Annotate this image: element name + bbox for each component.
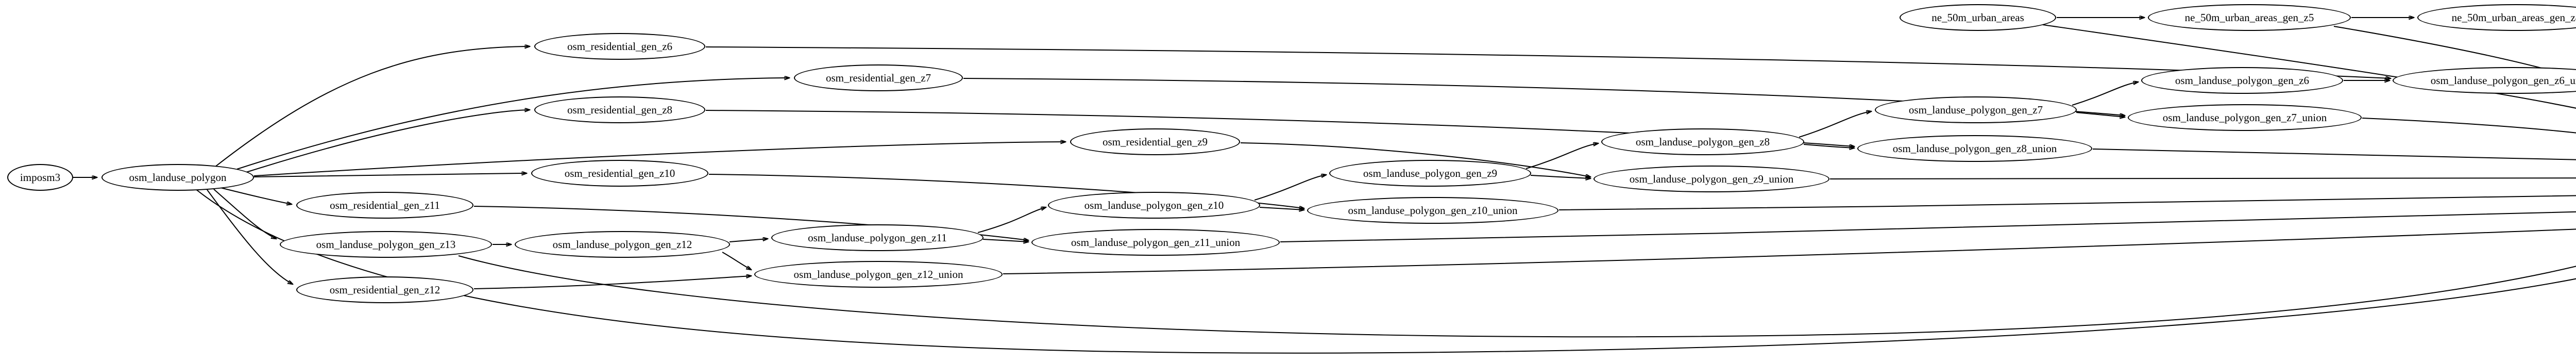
- edge-res-z12-to-z12-union: [473, 276, 751, 289]
- edge-gen-z8-to-z8-union: [1803, 144, 1854, 148]
- edge-osm-landuse-polygon-to-res-z7: [236, 78, 789, 170]
- node-osm-landuse-polygon-gen-z10-union: osm_landuse_polygon_gen_z10_union: [1307, 197, 1558, 224]
- edge-osm-landuse-polygon-to-res-z9: [253, 142, 1065, 176]
- edge-gen-z7-to-z7-union: [2076, 112, 2125, 117]
- node-osm-landuse-polygon-gen-z8-union: osm_landuse_polygon_gen_z8_union: [1857, 135, 2092, 162]
- node-osm-residential-gen-z11: osm_residential_gen_z11: [296, 192, 473, 219]
- edge-z9-union-to-layer-z9: [1829, 177, 2576, 179]
- node-osm-landuse-polygon-gen-z9-union: osm_landuse_polygon_gen_z9_union: [1594, 166, 1829, 192]
- node-osm-landuse-polygon-gen-z9: osm_landuse_polygon_gen_z9: [1329, 160, 1531, 187]
- node-osm-landuse-polygon-gen-z13: osm_landuse_polygon_gen_z13: [280, 231, 492, 258]
- node-osm-landuse-polygon-gen-z11: osm_landuse_polygon_gen_z11: [771, 224, 984, 251]
- node-osm-residential-gen-z10: osm_residential_gen_z10: [531, 160, 708, 187]
- node-osm-landuse-polygon: osm_landuse_polygon: [101, 164, 254, 191]
- node-osm-landuse-polygon-gen-z7: osm_landuse_polygon_gen_z7: [1875, 96, 2077, 123]
- edge-gen-z11-to-gen-z10: [977, 207, 1046, 233]
- node-osm-landuse-polygon-gen-z12: osm_landuse_polygon_gen_z12: [515, 231, 730, 258]
- node-osm-residential-gen-z9: osm_residential_gen_z9: [1070, 128, 1240, 155]
- node-osm-landuse-polygon-gen-z11-union: osm_landuse_polygon_gen_z11_union: [1031, 229, 1280, 256]
- edge-osm-landuse-polygon-to-res-z10: [253, 173, 527, 177]
- edge-gen-z13-to-layer-z13: [458, 255, 2576, 338]
- edge-gen-z12-to-z12-union: [722, 252, 751, 270]
- edge-gen-z7-to-gen-z6: [2072, 82, 2138, 106]
- edge-z8-union-to-layer-z8: [2092, 149, 2576, 160]
- edge-osm-landuse-polygon-to-res-z11: [220, 187, 292, 204]
- edge-gen-z12-to-gen-z11: [729, 239, 768, 242]
- edge-gen-z8-to-gen-z7: [1799, 111, 1871, 138]
- edge-gen-z9-to-z9-union: [1530, 175, 1590, 178]
- edge-osm-landuse-polygon-to-gen-z13: [213, 189, 276, 239]
- node-ne-50m-urban-areas: ne_50m_urban_areas: [1900, 4, 2056, 31]
- node-osm-residential-gen-z12: osm_residential_gen_z12: [296, 276, 473, 303]
- edge-osm-landuse-polygon-to-res-z6: [215, 46, 530, 167]
- node-ne-50m-urban-areas-gen-z5: ne_50m_urban_areas_gen_z5: [2148, 4, 2351, 31]
- node-osm-landuse-polygon-gen-z7-union: osm_landuse_polygon_gen_z7_union: [2128, 104, 2362, 131]
- edge-z12-union-to-layer-z12: [1003, 228, 2576, 274]
- edge-z10-union-to-layer-z10: [1558, 195, 2576, 210]
- node-osm-landuse-polygon-gen-z6: osm_landuse_polygon_gen_z6: [2141, 67, 2343, 94]
- node-osm-landuse-polygon-gen-z12-union: osm_landuse_polygon_gen_z12_union: [754, 261, 1003, 288]
- edge-osm-landuse-polygon-to-res-z12: [207, 189, 293, 284]
- node-osm-residential-gen-z6: osm_residential_gen_z6: [534, 33, 705, 60]
- edge-gen-z9-to-gen-z8: [1526, 143, 1598, 169]
- edge-gen-z10-to-gen-z9: [1254, 175, 1326, 201]
- node-osm-landuse-polygon-gen-z6-union: osm_landuse_polygon_gen_z6_union: [2393, 67, 2576, 94]
- edge-z7-union-to-layer-z7: [2362, 118, 2576, 134]
- node-osm-residential-gen-z7: osm_residential_gen_z7: [794, 64, 963, 91]
- node-ne-50m-urban-areas-gen-z4: ne_50m_urban_areas_gen_z4: [2417, 4, 2576, 31]
- node-osm-residential-gen-z8: osm_residential_gen_z8: [534, 96, 705, 123]
- node-osm-landuse-polygon-gen-z8: osm_landuse_polygon_gen_z8: [1601, 128, 1804, 155]
- node-imposm3: imposm3: [7, 164, 73, 191]
- node-osm-landuse-polygon-gen-z10: osm_landuse_polygon_gen_z10: [1048, 192, 1260, 219]
- edge-osm-landuse-polygon-to-res-z8: [246, 110, 530, 173]
- edge-res-z9-to-z9-union: [1240, 142, 1590, 177]
